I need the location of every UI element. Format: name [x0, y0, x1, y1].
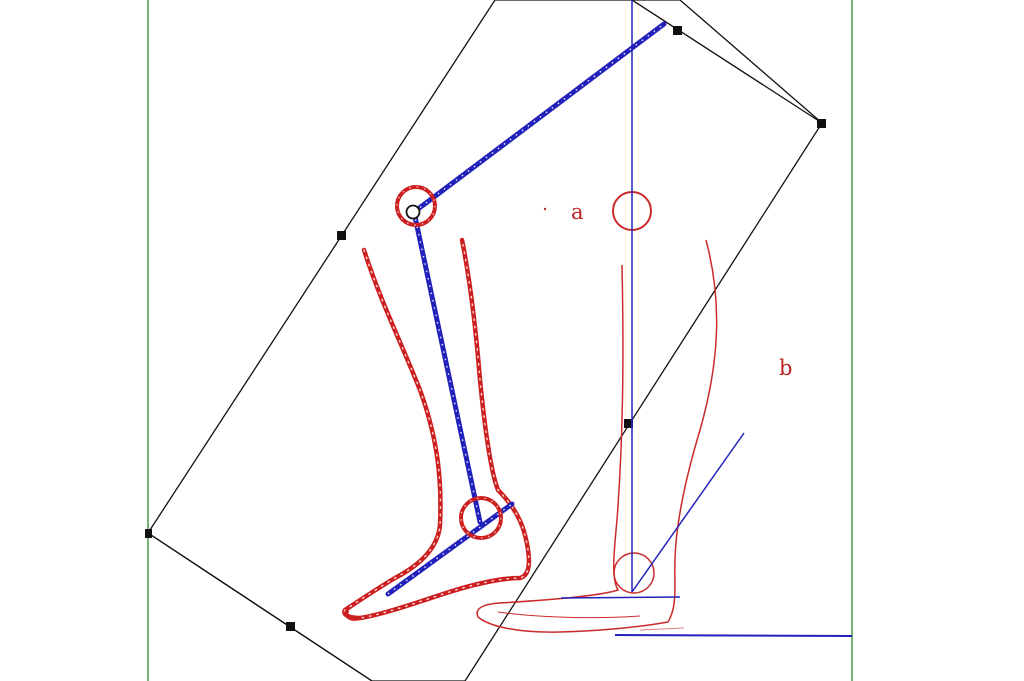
ghost-foot-sole	[497, 611, 641, 619]
ghost-foot-angle-line	[631, 432, 745, 593]
shin-bone-dots	[413, 211, 481, 523]
stray-dot	[543, 207, 547, 211]
knee-joint-circle-dots	[396, 186, 436, 226]
rect-edge-bottom	[147, 532, 373, 681]
foot-bone-dots	[387, 503, 513, 595]
label-b: b	[779, 356, 792, 380]
rotated-leg-bones	[385, 21, 667, 597]
rotated-leg-outline	[342, 237, 532, 621]
handle-bottom-middle[interactable]	[286, 622, 295, 631]
label-a: a	[571, 200, 584, 224]
ghost-ankle-joint-circle	[613, 552, 655, 594]
ghost-heel-mark	[639, 627, 685, 631]
ghost-foot-base-line	[560, 596, 681, 599]
rotated-bounding-box	[147, 0, 823, 681]
knee-pivot-point[interactable]	[405, 204, 421, 220]
ground-line	[614, 634, 853, 637]
rotated-leg-toe-outline	[344, 608, 361, 621]
ankle-joint-circle-dots	[460, 497, 502, 539]
thigh-bone	[411, 21, 667, 215]
handle-top-middle[interactable]	[673, 26, 682, 35]
rotated-leg-front-dots	[343, 239, 530, 619]
handle-bottom-left[interactable]	[145, 529, 152, 538]
handle-left-middle[interactable]	[337, 231, 346, 240]
ghost-leg-back-outline	[667, 239, 718, 623]
rect-edge-top	[631, 0, 823, 124]
ghost-leg-front-outline	[476, 264, 669, 633]
handle-top-right[interactable]	[817, 119, 826, 128]
handle-center[interactable]	[624, 419, 633, 428]
